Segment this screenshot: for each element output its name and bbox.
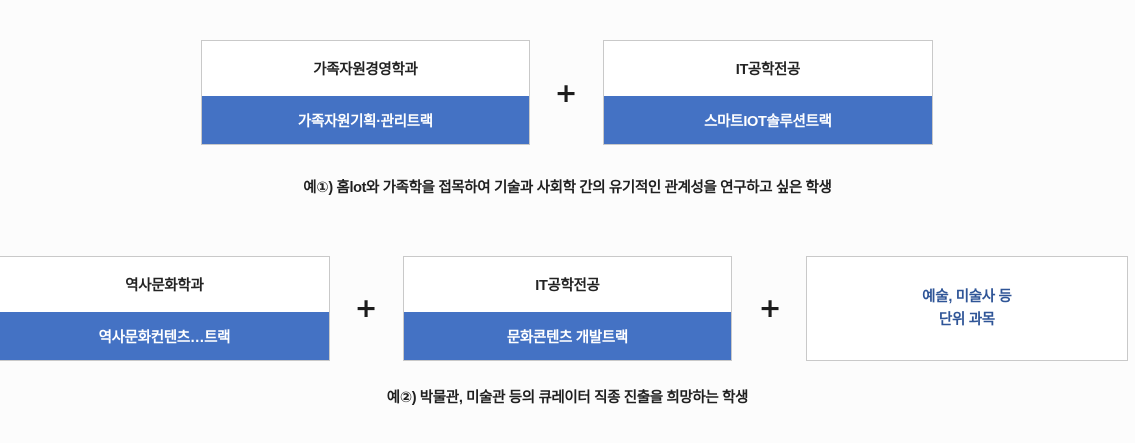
plus-operator-icon: + bbox=[554, 78, 578, 109]
card-track-label: 역사문화컨텐츠…트랙 bbox=[0, 312, 329, 360]
card-department-label: 가족자원경영학과 bbox=[202, 41, 529, 96]
plus-operator-icon: + bbox=[758, 293, 782, 324]
card-track-label: 스마트IOT솔루션트랙 bbox=[604, 96, 932, 144]
track-card-family-resource-management[interactable]: 가족자원경영학과 가족자원기획·관리트랙 bbox=[201, 40, 530, 145]
card-track-label: 가족자원기획·관리트랙 bbox=[202, 96, 529, 144]
track-card-history-culture[interactable]: 역사문화학과 역사문화컨텐츠…트랙 bbox=[0, 256, 330, 361]
unit-course-label: 예술, 미술사 등 단위 과목 bbox=[922, 289, 1012, 328]
example-caption-1: 예①) 홈lot와 가족학을 접목하여 기술과 사회학 간의 유기적인 관계성을… bbox=[303, 180, 832, 196]
plus-operator-icon: + bbox=[354, 293, 378, 324]
unit-course-card[interactable]: 예술, 미술사 등 단위 과목 bbox=[806, 256, 1128, 361]
track-card-it-engineering-iot[interactable]: IT공학전공 스마트IOT솔루션트랙 bbox=[603, 40, 933, 145]
track-card-it-engineering-culture-content[interactable]: IT공학전공 문화콘텐츠 개발트랙 bbox=[403, 256, 732, 361]
example-caption-2: 예②) 박물관, 미술관 등의 큐레이터 직종 진출을 희망하는 학생 bbox=[386, 390, 749, 406]
card-track-label: 문화콘텐츠 개발트랙 bbox=[404, 312, 731, 360]
card-department-label: IT공학전공 bbox=[604, 41, 932, 96]
card-department-label: IT공학전공 bbox=[404, 257, 731, 312]
card-department-label: 역사문화학과 bbox=[0, 257, 329, 312]
